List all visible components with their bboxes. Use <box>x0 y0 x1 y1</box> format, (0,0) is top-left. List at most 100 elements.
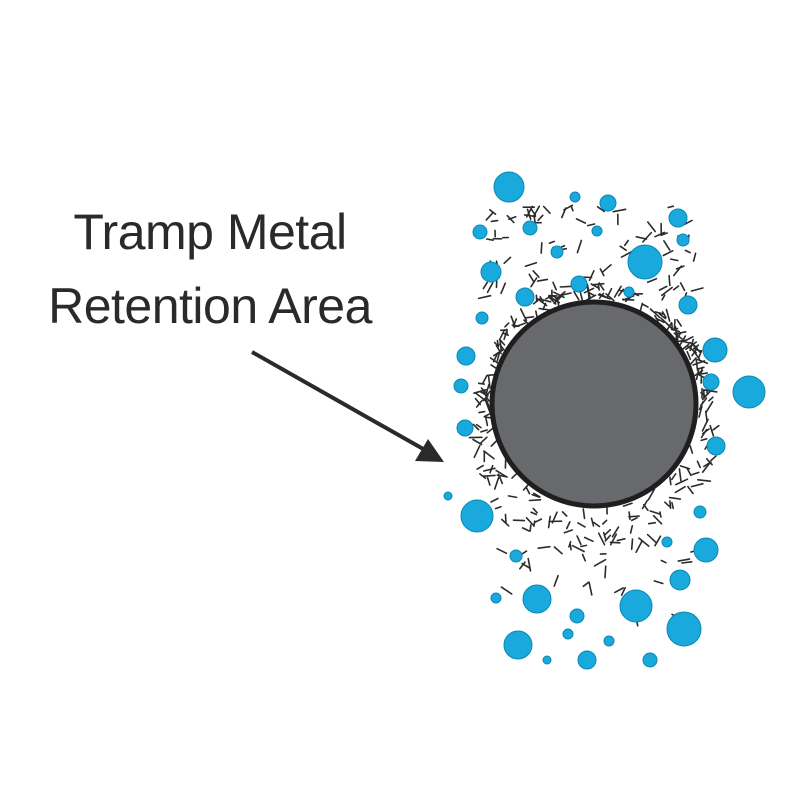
label-line-2: Retention Area <box>48 278 372 334</box>
metal-fragment <box>537 214 544 222</box>
metal-fragment <box>524 261 538 268</box>
metal-fragment <box>629 524 634 534</box>
metal-fragment <box>628 515 640 518</box>
particle <box>669 569 691 591</box>
metal-fragment <box>590 517 595 527</box>
metal-fragment <box>597 283 601 291</box>
metal-fragment <box>508 216 517 221</box>
metal-fragment <box>623 239 630 247</box>
metal-fragment <box>487 375 491 390</box>
metal-fragment <box>553 574 559 587</box>
metal-fragment <box>490 219 499 223</box>
metal-fragment <box>528 498 542 502</box>
metal-fragment <box>663 501 671 508</box>
metal-fragment <box>691 343 701 354</box>
particle <box>693 537 719 563</box>
metal-fragment <box>692 252 697 262</box>
metal-fragment <box>705 400 714 414</box>
metal-fragment <box>652 514 663 525</box>
metal-fragment <box>701 418 709 432</box>
metal-fragment <box>620 250 633 258</box>
metal-fragment <box>681 560 693 564</box>
tramp-metal-fragments <box>468 204 722 627</box>
metal-fragment <box>528 273 535 283</box>
metal-fragment <box>686 467 692 477</box>
metal-fragment <box>712 424 720 431</box>
metal-fragment <box>603 528 612 537</box>
metal-fragment <box>496 474 508 478</box>
metal-fragment <box>601 263 612 273</box>
metal-fragment <box>654 535 662 547</box>
metal-fragment <box>535 297 548 307</box>
metal-fragment <box>507 495 518 499</box>
metal-fragment <box>660 559 667 564</box>
metal-fragment <box>479 436 488 444</box>
metal-fragment <box>533 518 543 524</box>
metal-fragment <box>553 546 563 555</box>
metal-fragment <box>669 500 672 510</box>
metal-fragment <box>661 294 666 301</box>
metal-fragment <box>529 524 532 532</box>
metal-fragment <box>518 561 526 570</box>
metal-fragment <box>530 511 538 516</box>
metal-fragment <box>500 586 513 595</box>
metal-fragment <box>660 317 671 328</box>
particle <box>522 584 552 614</box>
metal-fragment <box>527 557 532 572</box>
metal-fragment <box>680 339 690 344</box>
metal-fragment <box>635 540 643 554</box>
metal-fragment <box>693 344 700 350</box>
metal-fragment <box>583 536 594 543</box>
particle <box>706 436 726 456</box>
metal-fragment <box>669 258 679 262</box>
metal-fragment <box>670 327 679 331</box>
metal-fragment <box>521 562 531 569</box>
metal-fragment <box>485 398 491 410</box>
metal-fragment <box>689 338 695 352</box>
metal-fragment <box>679 282 686 292</box>
metal-fragment <box>485 383 490 394</box>
particle <box>493 171 525 203</box>
metal-fragment <box>478 410 486 414</box>
particle <box>562 628 574 640</box>
metal-fragment <box>532 270 540 278</box>
metal-fragment <box>668 274 671 287</box>
metal-fragment <box>700 391 707 397</box>
metal-fragment <box>476 464 485 470</box>
metal-fragment <box>619 245 628 252</box>
particle <box>676 233 690 247</box>
metal-fragment <box>563 204 574 211</box>
metal-fragment <box>552 281 558 291</box>
metal-fragment <box>662 250 674 257</box>
metal-fragment <box>480 429 488 433</box>
metal-fragment <box>672 265 683 277</box>
metal-fragment <box>472 438 483 446</box>
metal-fragment <box>482 467 496 472</box>
metal-fragment <box>482 281 489 290</box>
metal-fragment <box>582 581 590 588</box>
particle <box>693 505 707 519</box>
metal-fragment <box>642 303 649 308</box>
metal-fragment <box>613 587 625 594</box>
metal-fragment <box>588 581 593 596</box>
metal-fragment <box>616 537 626 542</box>
metal-fragment <box>489 357 499 364</box>
metal-fragment <box>599 268 605 277</box>
label-line-1: Tramp Metal <box>73 204 347 260</box>
metal-fragment <box>495 344 502 355</box>
particle <box>456 419 474 437</box>
particle <box>661 536 673 548</box>
particle <box>668 208 688 228</box>
metal-fragment <box>576 535 582 546</box>
metal-fragment <box>647 521 657 525</box>
metal-fragment <box>684 249 691 254</box>
metal-fragment <box>582 508 586 520</box>
particle <box>515 287 535 307</box>
metal-fragment <box>598 293 607 298</box>
metal-fragment <box>591 282 605 286</box>
metal-fragment <box>477 382 486 385</box>
metal-fragment <box>538 307 551 311</box>
metal-fragment <box>503 256 512 265</box>
metal-fragment <box>586 223 596 227</box>
metal-fragment <box>667 205 675 209</box>
